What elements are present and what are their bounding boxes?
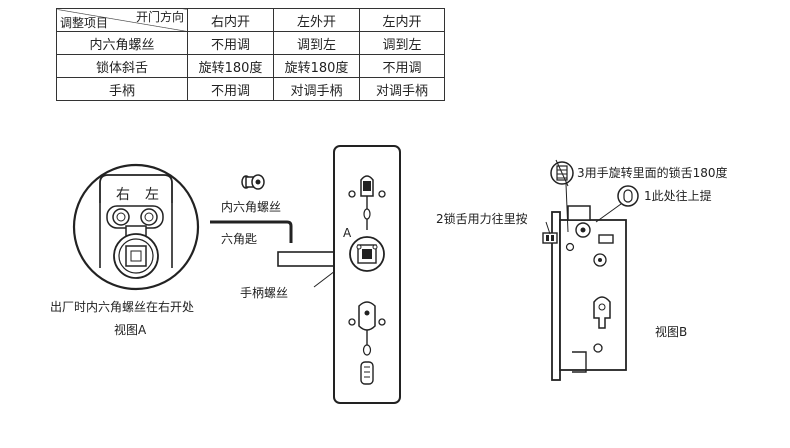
rotate-latch-icon bbox=[550, 159, 574, 187]
lock-body bbox=[551, 205, 627, 381]
step3-label: 3用手旋转里面的锁舌180度 bbox=[577, 165, 728, 180]
hex-screw-icon bbox=[241, 174, 265, 190]
table-cell: 调到左 bbox=[359, 31, 445, 55]
table-cell: 不用调 bbox=[187, 31, 274, 55]
step1-leader bbox=[595, 203, 622, 223]
upper-lock-assembly bbox=[348, 175, 386, 230]
table-header-row: 开门方向 调整项目 右内开 左外开 左内开 bbox=[56, 8, 445, 32]
table-row: 手柄 不用调 对调手柄 对调手柄 bbox=[56, 77, 445, 101]
left-char: 左 bbox=[145, 187, 159, 203]
corner-top-label: 开门方向 bbox=[135, 10, 184, 24]
table-corner-cell: 开门方向 调整项目 bbox=[56, 8, 188, 32]
step3-leader bbox=[565, 183, 569, 233]
table-cell: 对调手柄 bbox=[273, 77, 360, 101]
row-label: 手柄 bbox=[56, 77, 188, 101]
right-char: 右 bbox=[116, 187, 130, 203]
lift-lever-icon bbox=[617, 185, 639, 207]
door-faceplate: A bbox=[333, 145, 401, 404]
view-a-closeup: 右 左 出厂时内六角螺丝在右开处 视图A bbox=[50, 163, 200, 337]
screw-hole-pair bbox=[106, 205, 164, 229]
handle-screw-icon bbox=[277, 251, 339, 267]
marker-a: A bbox=[343, 226, 352, 240]
handle-screw-label: 手柄螺丝 bbox=[240, 286, 288, 300]
table-cell: 不用调 bbox=[187, 77, 274, 101]
view-a-caption: 视图A bbox=[114, 322, 147, 337]
step1-label: 1此处往上提 bbox=[644, 188, 712, 203]
corner-bottom-label: 调整项目 bbox=[60, 16, 109, 30]
spindle-cylinder bbox=[113, 225, 159, 279]
view-b-caption: 视图B bbox=[655, 324, 687, 339]
lower-lock-assembly bbox=[348, 301, 386, 385]
step2-label: 2锁舌用力往里按 bbox=[436, 211, 528, 226]
latch-bolt bbox=[542, 232, 558, 244]
adjustment-table: 开门方向 调整项目 右内开 左外开 左内开 内六角螺丝 不用调 调到左 调到左 … bbox=[56, 8, 445, 101]
table-row: 内六角螺丝 不用调 调到左 调到左 bbox=[56, 31, 445, 55]
view-a-note: 出厂时内六角螺丝在右开处 bbox=[50, 299, 194, 314]
closeup-target-circle bbox=[349, 236, 385, 272]
cylinder-hole bbox=[593, 296, 611, 329]
screw-label: 内六角螺丝 bbox=[221, 200, 281, 214]
table-cell: 旋转180度 bbox=[187, 54, 274, 78]
row-label: 内六角螺丝 bbox=[56, 31, 188, 55]
table-cell: 对调手柄 bbox=[359, 77, 445, 101]
table-cell: 调到左 bbox=[273, 31, 360, 55]
hex-key-icon bbox=[210, 220, 293, 243]
column-header: 左内开 bbox=[359, 8, 445, 32]
step2-leader bbox=[545, 221, 551, 235]
key-label: 六角匙 bbox=[221, 232, 257, 246]
